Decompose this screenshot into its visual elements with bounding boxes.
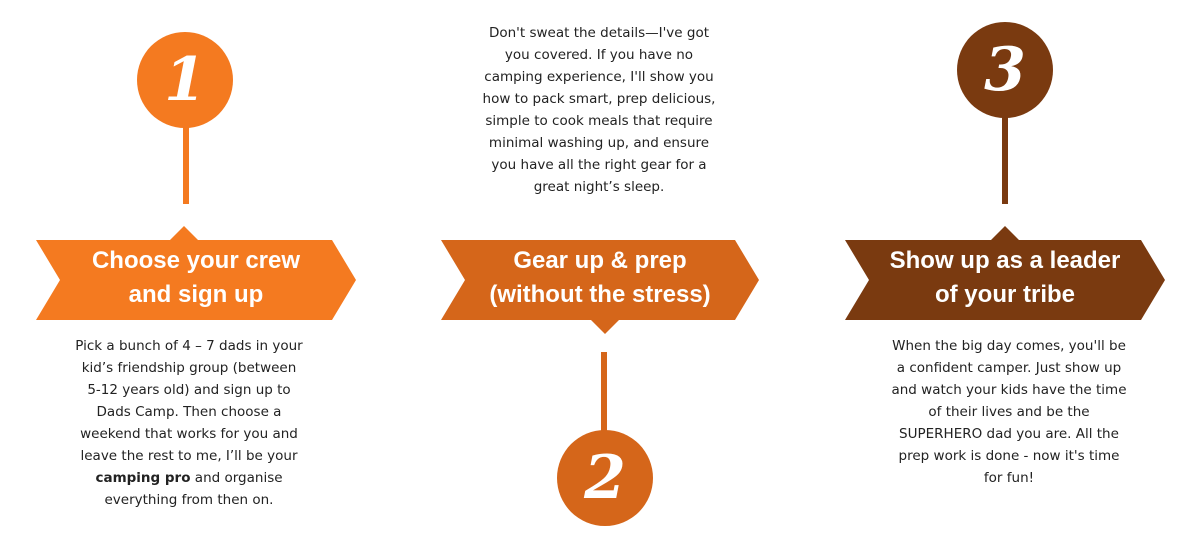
step-1-description-text-end: and organise everything from then on. bbox=[104, 470, 283, 508]
step-2-banner-shape bbox=[441, 240, 759, 334]
step-1-title-line-1: Choose your crew bbox=[91, 247, 301, 274]
step-2-connector-line bbox=[601, 352, 607, 432]
step-1-title-line-2: and sign up bbox=[128, 281, 264, 308]
step-3-connector-line bbox=[1002, 116, 1008, 204]
step-1-number-circle: 1 bbox=[137, 32, 233, 128]
step-1-connector-line bbox=[183, 126, 189, 204]
step-1-number: 1 bbox=[164, 45, 206, 115]
step-1-title-banner: Choose your crew and sign up bbox=[36, 224, 356, 320]
step-3-banner-shape bbox=[845, 226, 1165, 320]
step-1-description-text: Pick a bunch of 4 – 7 dads in your kid’s… bbox=[75, 338, 303, 464]
step-3-title-line-1: Show up as a leader bbox=[889, 247, 1121, 274]
step-1-banner-shape bbox=[36, 226, 356, 320]
step-3-title-line-2: of your tribe bbox=[934, 281, 1075, 308]
step-2-number: 2 bbox=[584, 443, 626, 513]
step-2-description: Don't sweat the details—I've got you cov… bbox=[482, 25, 716, 195]
step-2-title-banner: Gear up & prep (without the stress) bbox=[441, 234, 759, 334]
step-1-description-bold: camping pro bbox=[95, 470, 191, 486]
step-2-title-line-2: (without the stress) bbox=[489, 281, 711, 308]
step-3-description: When the big day comes, you'll be a conf… bbox=[891, 338, 1127, 486]
step-2-number-circle: 2 bbox=[557, 430, 653, 526]
step-2-title-line-1: Gear up & prep bbox=[513, 247, 687, 274]
step-3-number-circle: 3 bbox=[957, 22, 1053, 118]
step-1-description: Pick a bunch of 4 – 7 dads in your kid’s… bbox=[75, 335, 303, 511]
step-3-title-banner: Show up as a leader of your tribe bbox=[845, 224, 1165, 320]
step-3-number: 3 bbox=[984, 35, 1026, 105]
